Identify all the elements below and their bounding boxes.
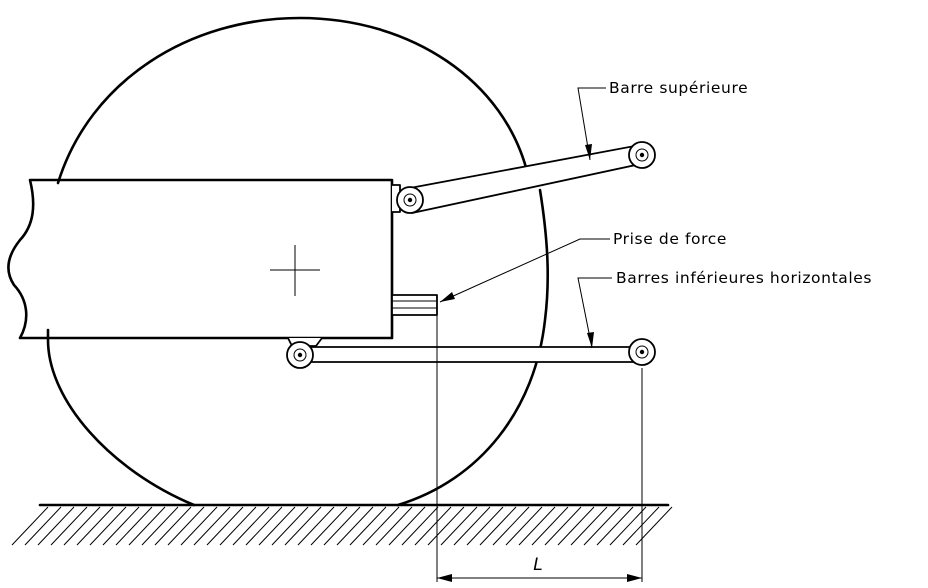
hatch-line — [375, 506, 413, 546]
hatch-line — [206, 506, 244, 546]
hatch-line — [50, 506, 88, 546]
tractor-wheel — [46, 16, 550, 507]
hatch-line — [219, 506, 257, 546]
leader-arrow-lower — [587, 332, 594, 348]
hatch-line — [479, 506, 517, 546]
hatch-line — [297, 506, 335, 546]
hatch-line — [609, 506, 647, 546]
hatch-line — [63, 506, 101, 546]
leader-arrow-top — [585, 144, 592, 160]
tractor-body — [7, 178, 394, 340]
hatch-line — [24, 506, 62, 546]
hatch-line — [349, 506, 387, 546]
hatch-line — [453, 506, 491, 546]
hatch-line — [115, 506, 153, 546]
hatch-line — [154, 506, 192, 546]
hatch-line — [102, 506, 140, 546]
hatch-line — [245, 506, 283, 546]
lower-links — [286, 338, 656, 369]
hatch-line — [583, 506, 621, 546]
top-link — [396, 141, 656, 214]
hatch-line — [284, 506, 322, 546]
hatch-line — [362, 506, 400, 546]
hatch-line — [167, 506, 205, 546]
hatch-line — [89, 506, 127, 546]
hatch-line — [232, 506, 270, 546]
hatch-line — [336, 506, 374, 546]
hatch-line — [596, 506, 634, 546]
label-lower-links: Barres inférieures horizontales — [616, 269, 872, 287]
hatch-line — [193, 506, 231, 546]
hatch-line — [271, 506, 309, 546]
hatch-line — [492, 506, 530, 546]
ground-hatching — [11, 503, 673, 546]
hatch-line — [427, 506, 465, 546]
hatch-line — [76, 506, 114, 546]
centre-mark — [270, 245, 320, 296]
leader-arrow-pto — [440, 292, 455, 302]
hatch-line — [557, 506, 595, 546]
hatch-line — [544, 506, 582, 546]
hatch-line — [570, 506, 608, 546]
hatch-line — [388, 506, 426, 546]
hatch-line — [440, 506, 478, 546]
label-top-link: Barre supérieure — [609, 79, 748, 97]
hatch-line — [518, 506, 556, 546]
hatch-line — [37, 506, 75, 546]
pto-shaft — [391, 294, 438, 316]
hatch-line — [401, 506, 439, 546]
label-pto: Prise de force — [613, 230, 727, 248]
hatch-line — [128, 506, 166, 546]
leader-lines — [439, 87, 612, 349]
hatch-line — [258, 506, 296, 546]
dimension-label: L — [533, 555, 542, 575]
hatch-line — [180, 506, 218, 546]
hatch-line — [141, 506, 179, 546]
hatch-line — [622, 506, 660, 546]
hatch-line — [414, 506, 452, 546]
hatch-line — [466, 506, 504, 546]
dimension-l: L — [436, 315, 643, 582]
hatch-line — [505, 506, 543, 546]
hatch-line — [323, 506, 361, 546]
hatch-line — [11, 506, 49, 546]
hatch-line — [310, 506, 348, 546]
hatch-line — [531, 506, 569, 546]
